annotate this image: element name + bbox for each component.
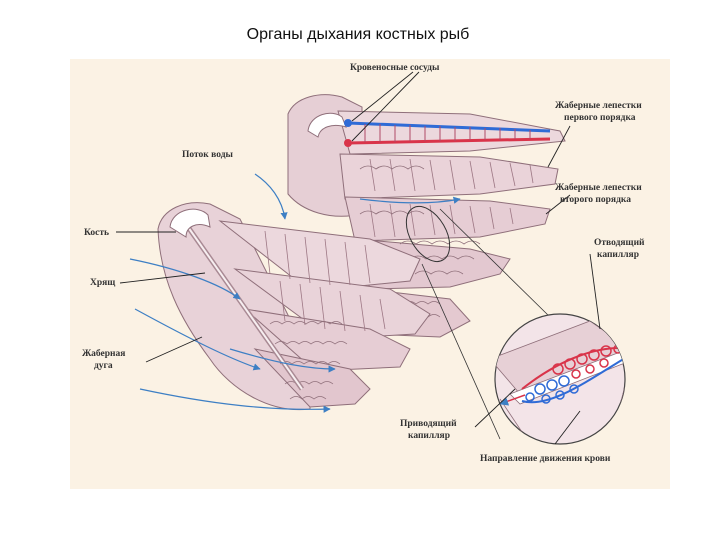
label-gill-arch-1: Жаберная — [82, 348, 125, 359]
front-gill-arch — [157, 202, 431, 411]
label-primary-lamellae-2: первого порядка — [564, 113, 636, 123]
blue-vessel-end — [344, 119, 352, 127]
label-water-flow: Поток воды — [182, 150, 234, 160]
label-afferent-2: капилляр — [408, 431, 450, 441]
label-cartilage: Хрящ — [90, 278, 115, 288]
label-blood-direction: Направление движения крови — [480, 454, 611, 464]
label-efferent-2: капилляр — [597, 250, 639, 260]
label-gill-arch-2: дуга — [94, 361, 113, 371]
labels: Кровеносные сосуды Жаберные лепестки пер… — [82, 63, 645, 464]
red-vessel-end — [344, 139, 352, 147]
label-secondary-lamellae-1: Жаберные лепестки — [555, 182, 642, 193]
gill-diagram: Кровеносные сосуды Жаберные лепестки пер… — [82, 63, 645, 464]
label-efferent-1: Отводящий — [594, 237, 645, 248]
slide-title: Органы дыхания костных рыб — [0, 26, 720, 44]
label-blood-vessels: Кровеносные сосуды — [350, 63, 440, 73]
label-secondary-lamellae-2: второго порядка — [560, 195, 631, 205]
slide-title-text: Органы дыхания костных рыб — [246, 26, 470, 43]
label-bone: Кость — [84, 228, 109, 238]
label-afferent-1: Приводящий — [400, 418, 457, 429]
leader-lines — [116, 71, 601, 445]
zoom-inset — [405, 206, 626, 445]
water-flow-arrows — [129, 173, 461, 413]
label-primary-lamellae-1: Жаберные лепестки — [555, 100, 642, 111]
